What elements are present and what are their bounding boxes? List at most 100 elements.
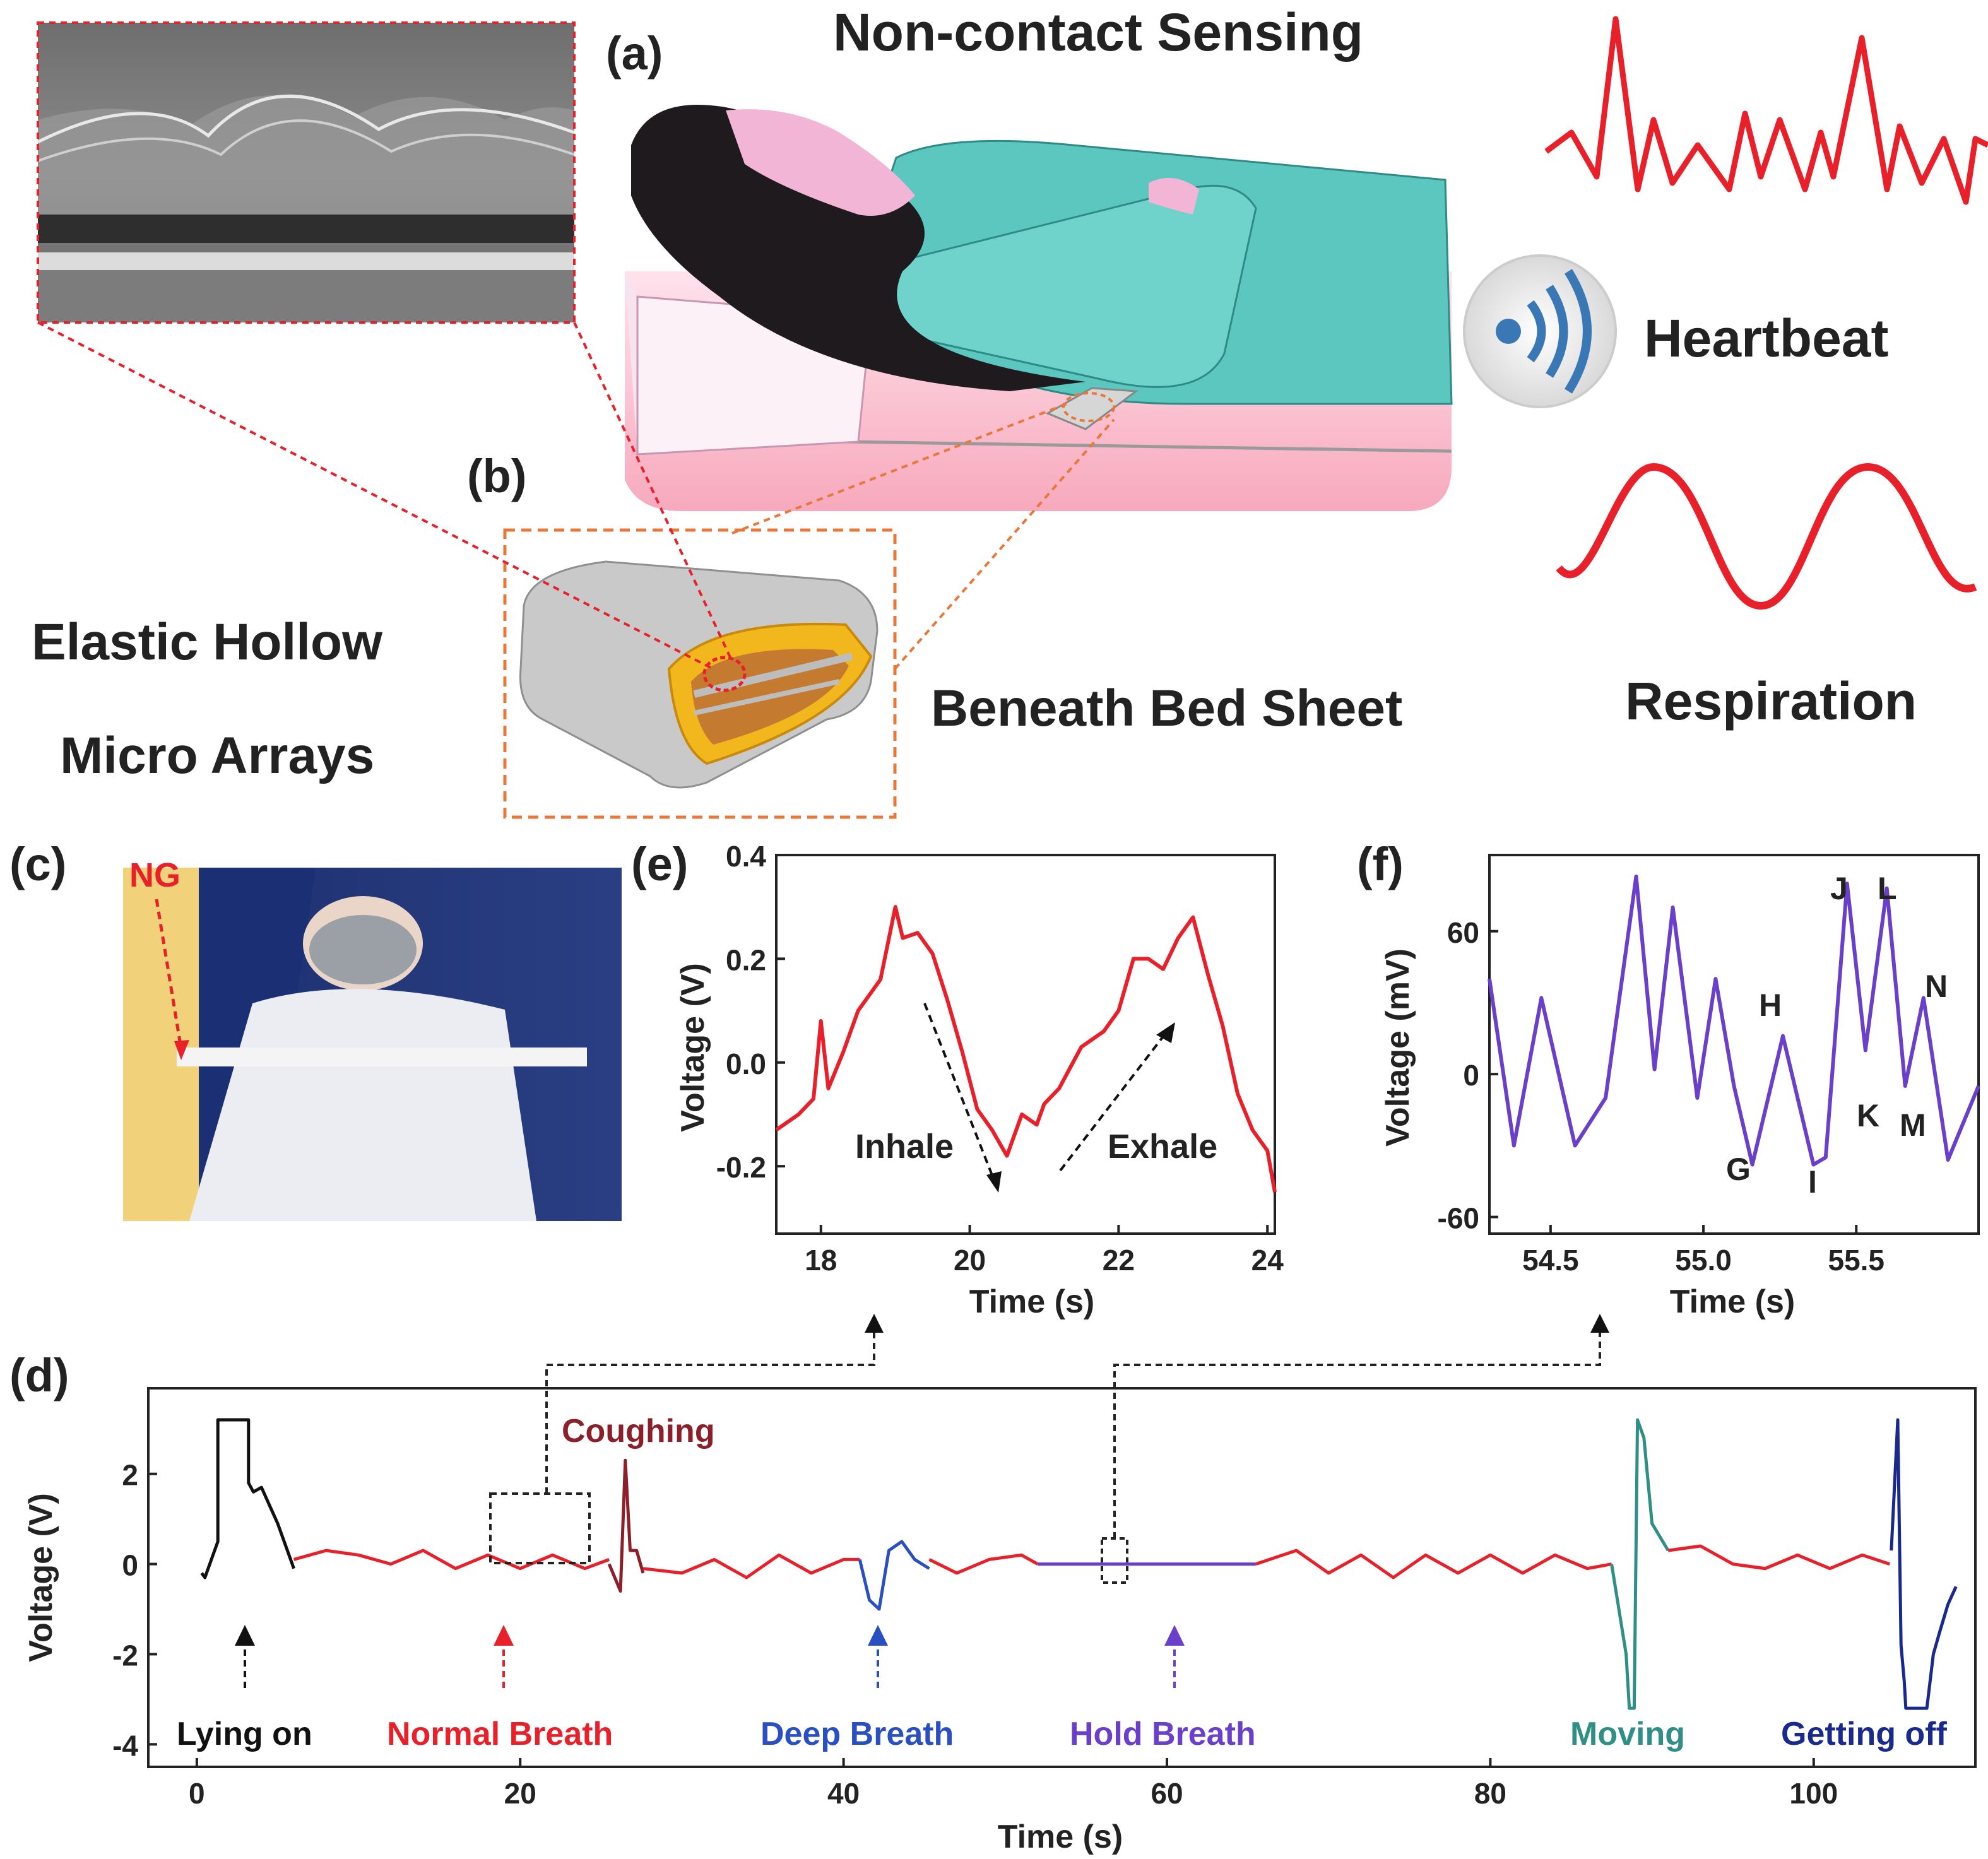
panel-f-label: (f) — [1357, 838, 1404, 890]
event-arrow-lying — [235, 1625, 255, 1688]
event-label-moving: Moving — [1570, 1716, 1685, 1752]
zoom-arrowhead-f — [1590, 1314, 1609, 1333]
zoom-connector-e — [545, 1331, 875, 1494]
x-tick-label: 60 — [1151, 1777, 1183, 1810]
chart-f-ylabel: Voltage (mV) — [1380, 948, 1416, 1147]
device-illustration — [519, 560, 879, 789]
point-label-i: I — [1808, 1164, 1817, 1200]
panel-b-label: (b) — [467, 450, 527, 502]
chart-d-xlabel: Time (s) — [998, 1819, 1123, 1855]
bed-scene — [625, 105, 1453, 511]
y-tick-label: 0.4 — [726, 840, 766, 873]
respiration-label: Respiration — [1625, 671, 1917, 731]
x-tick-label: 18 — [805, 1244, 837, 1277]
ng-label: NG — [129, 856, 180, 894]
y-tick-label: 0.2 — [726, 943, 766, 976]
top-title: Non-contact Sensing — [833, 3, 1363, 62]
beneath-label: Beneath Bed Sheet — [931, 680, 1402, 737]
chart-f-frame — [1488, 854, 1980, 1235]
chart-e-annotation-inhale: Inhale — [855, 1128, 954, 1166]
panel-e: (e) 18 20 22 24 -0.2 0.0 0.2 0.4 Time (s) Volta… — [631, 838, 1284, 1320]
x-tick-label: 24 — [1251, 1244, 1284, 1277]
ng-arrowhead — [174, 1040, 189, 1060]
heartbeat-waveform — [1544, 16, 1988, 205]
event-arrow-normal — [494, 1625, 514, 1688]
inhale-arrowhead — [986, 1171, 1002, 1193]
x-tick-label: 22 — [1103, 1244, 1135, 1277]
point-label-j: J — [1830, 871, 1848, 906]
sem-connector-right — [573, 322, 733, 662]
chart-e-ylabel: Voltage (V) — [675, 963, 711, 1132]
chart-f-series-line — [1488, 875, 1980, 1167]
chart-d-series-lying-on — [200, 1418, 295, 1579]
x-tick-label: 40 — [827, 1777, 860, 1810]
panel-c-label: (c) — [9, 838, 66, 890]
chart-e-frame — [775, 854, 1276, 1235]
event-label-hold: Hold Breath — [1070, 1716, 1256, 1752]
x-tick-label: 100 — [1789, 1777, 1838, 1810]
heartbeat-label: Heartbeat — [1644, 309, 1888, 368]
panel-a-label: (a) — [606, 27, 663, 80]
event-label-deep: Deep Breath — [760, 1716, 954, 1752]
x-tick-label: 54.5 — [1522, 1244, 1579, 1277]
zoom-arrowhead-e — [865, 1314, 884, 1333]
panel-a-illustration: (a) Non-contact Sensing (b) — [32, 3, 1988, 819]
panel-e-label: (e) — [631, 838, 688, 890]
chart-d-series-normal-breath-4 — [1255, 1549, 1612, 1579]
event-label-coughing: Coughing — [562, 1413, 715, 1449]
zoom-box-e — [489, 1492, 591, 1564]
respiration-waveform — [1556, 463, 1977, 610]
sem-image — [37, 21, 576, 324]
y-tick-label: -4 — [112, 1729, 138, 1762]
chart-d-series-coughing — [607, 1458, 645, 1593]
chart-f-xlabel: Time (s) — [1670, 1284, 1795, 1320]
event-label-normal: Normal Breath — [387, 1716, 613, 1752]
chart-e-xlabel: Time (s) — [969, 1284, 1094, 1320]
y-tick-label: 0.0 — [726, 1048, 766, 1080]
chart-d-series-getting-off — [1890, 1418, 1958, 1710]
device-connector-bottom — [894, 418, 1115, 670]
y-tick-label: 0 — [122, 1549, 138, 1582]
inhale-arrow — [923, 1003, 995, 1181]
point-label-h: H — [1759, 988, 1782, 1023]
y-tick-label: -60 — [1438, 1202, 1479, 1235]
zoom-connector-f — [1113, 1331, 1601, 1538]
event-label-lying: Lying on — [177, 1716, 312, 1752]
chart-d-series-normal-breath-3 — [928, 1553, 1039, 1575]
panel-c: (c) NG — [9, 838, 622, 1221]
point-label-m: M — [1900, 1107, 1926, 1143]
point-label-k: K — [1857, 1098, 1879, 1133]
point-label-n: N — [1925, 969, 1948, 1004]
exhale-arrowhead — [1156, 1022, 1175, 1043]
device-connector-top — [731, 403, 1067, 534]
y-tick-label: -0.2 — [716, 1151, 766, 1184]
exhale-arrow — [1059, 1034, 1166, 1172]
event-arrow-hold — [1164, 1625, 1185, 1688]
ng-arrow — [155, 899, 182, 1042]
x-tick-label: 55.0 — [1675, 1244, 1732, 1277]
x-tick-label: 80 — [1474, 1777, 1506, 1810]
chart-d-frame — [147, 1387, 1977, 1768]
x-tick-label: 20 — [954, 1244, 986, 1277]
y-tick-label: -2 — [112, 1639, 138, 1672]
sem-connector-left — [37, 321, 714, 670]
event-label-getting-off: Getting off — [1781, 1716, 1948, 1752]
point-label-g: G — [1726, 1152, 1751, 1187]
chart-e-series-line — [775, 905, 1277, 1193]
x-tick-label: 20 — [504, 1777, 536, 1810]
chart-d-series-moving — [1610, 1418, 1670, 1710]
chart-d-series-deep-breath — [858, 1540, 930, 1611]
chart-d-ylabel: Voltage (V) — [23, 1493, 59, 1662]
elastic-label-line2: Micro Arrays — [60, 727, 374, 784]
wireless-icon — [1463, 254, 1617, 408]
chart-e-annotation-exhale: Exhale — [1108, 1128, 1217, 1166]
x-tick-label: 55.5 — [1828, 1244, 1884, 1277]
chart-d-series-normal-breath-2 — [642, 1553, 860, 1579]
elastic-label-line1: Elastic Hollow — [32, 613, 382, 671]
x-tick-label: 0 — [189, 1777, 205, 1810]
point-label-l: L — [1878, 871, 1897, 906]
panel-d-label: (d) — [9, 1349, 69, 1402]
